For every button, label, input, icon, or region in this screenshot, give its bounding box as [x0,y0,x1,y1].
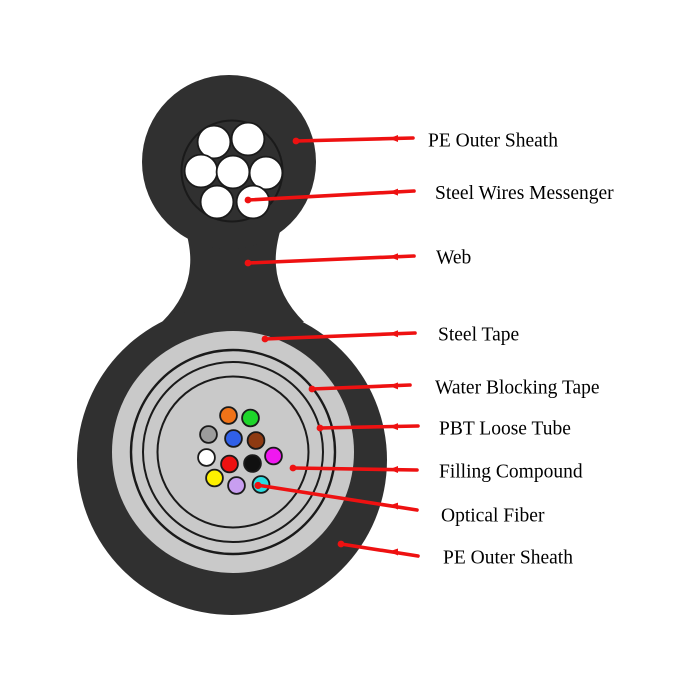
leader-steel-wires-messenger [246,189,416,202]
leader-pe-outer-sheath-bottom [339,542,420,558]
leader-arrow [389,423,398,431]
fiber-orange [219,406,238,425]
steel-wire [199,184,235,220]
label-web: Web [436,248,471,269]
cable-body [77,75,387,615]
label-optical-fiber: Optical Fiber [441,506,545,527]
steel-wire [230,121,266,157]
fiber-black [243,454,262,473]
steel-wire [215,154,251,190]
leader-pbt-loose-tube [318,424,420,430]
leader-dot [244,196,252,204]
leader-dot [244,259,252,267]
optical-fibers-group [197,406,283,495]
fiber-slate [199,425,218,444]
leader-arrow [389,330,398,338]
fiber-red [220,454,239,474]
fiber-yellow [205,468,224,488]
steel-wire [235,184,271,220]
label-filling-compound: Filling Compound [439,462,583,483]
fiber-violet [227,476,246,495]
leader-dot [289,464,297,472]
label-pe-outer-sheath-top: PE Outer Sheath [428,131,558,152]
fiber-green [241,408,260,428]
leader-lines [244,135,420,558]
leader-arrow [389,253,398,261]
leader-dot [308,385,316,393]
steel-tape-ring [112,331,354,573]
fiber-rose [264,446,283,466]
steel-wire [248,155,284,191]
leader-dot [337,540,345,548]
fiber-brown [246,431,266,450]
label-water-blocking-tape: Water Blocking Tape [435,378,600,399]
leader-dot [316,424,324,432]
leader-arrow [389,382,398,390]
leader-arrow [389,188,398,196]
pbt-loose-tube-outer [142,361,324,543]
steel-wire [196,124,232,160]
fiber-blue [224,429,243,448]
steel-wires-group [183,121,284,220]
leader-web [246,254,416,265]
leader-arrow [389,548,398,556]
label-pe-outer-sheath-bottom: PE Outer Sheath [443,548,573,569]
labels: PE Outer Sheath Steel Wires Messenger We… [428,131,614,569]
leader-dot [292,137,300,145]
steel-wire [183,153,219,189]
pbt-loose-tube-inner [156,375,310,529]
leader-arrow [389,135,398,142]
water-blocking-tape-ring [129,348,337,556]
label-steel-wires-messenger: Steel Wires Messenger [435,183,614,204]
leader-arrow [389,502,398,510]
fiber-white [197,448,216,467]
leader-filling-compound [291,466,419,472]
label-steel-tape: Steel Tape [438,325,519,346]
leader-dot [261,335,269,343]
leader-dot [254,481,262,490]
leader-arrow [389,466,398,473]
label-pbt-loose-tube: PBT Loose Tube [439,419,571,440]
